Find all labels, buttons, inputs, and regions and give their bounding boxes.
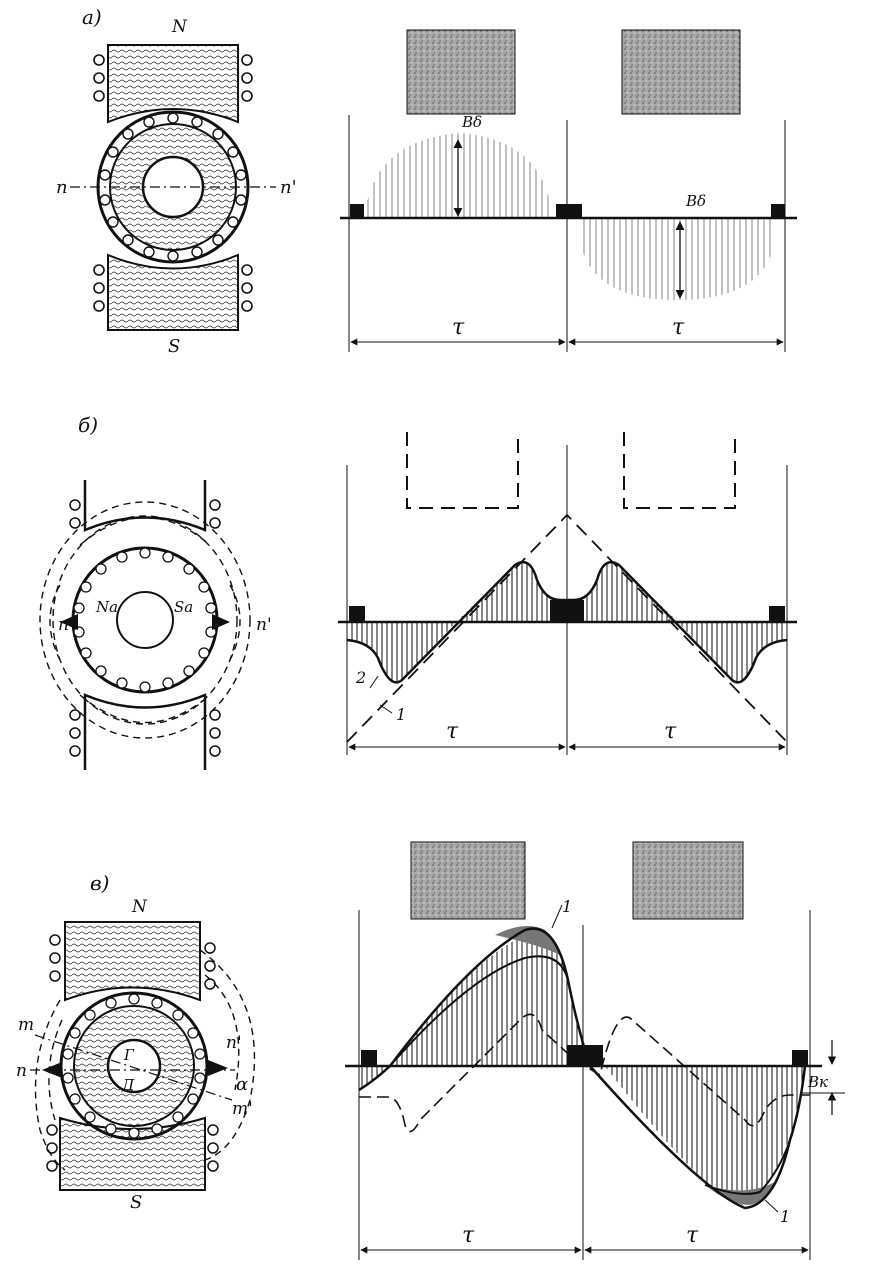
north-pole-core-c bbox=[64, 921, 201, 1002]
pole-shoe-north-dashed bbox=[406, 432, 519, 509]
brush-left bbox=[350, 204, 364, 218]
curve-1-dashed bbox=[346, 513, 788, 743]
span-label-1: τ bbox=[452, 315, 465, 340]
north-pole-outline bbox=[83, 480, 207, 532]
brush-middle-c bbox=[567, 1045, 603, 1066]
pole-shoe-north bbox=[406, 29, 516, 115]
brush-left-b bbox=[349, 606, 365, 622]
brush-right bbox=[771, 204, 785, 218]
panel-b-label: б) bbox=[78, 413, 98, 437]
axis-label-n: n bbox=[56, 177, 68, 198]
angle-label-alpha: α bbox=[236, 1074, 248, 1095]
leader-line-1-bottom bbox=[764, 1199, 779, 1213]
armature-mmf-left-pos bbox=[456, 562, 560, 622]
span-label-2: τ bbox=[672, 315, 685, 340]
north-pole-core bbox=[107, 44, 239, 124]
armature-conductors-b bbox=[73, 547, 217, 693]
armature-conductors-c bbox=[62, 993, 206, 1139]
axis-label-n-prime: n' bbox=[280, 177, 297, 198]
curve-label-1-top: 1 bbox=[562, 897, 572, 916]
span-label-1-c: τ bbox=[462, 1223, 475, 1248]
brush-middle bbox=[556, 204, 582, 218]
point-label-g: Г bbox=[123, 1046, 135, 1064]
flux-density-south bbox=[580, 218, 775, 300]
south-pole-outline bbox=[83, 693, 207, 770]
flux-label-1: Bδ bbox=[461, 113, 482, 131]
panel-c-label: в) bbox=[90, 871, 109, 895]
shifted-axis-line bbox=[34, 1034, 233, 1101]
span-label-2-b: τ bbox=[664, 719, 677, 744]
span-label-2-c: τ bbox=[686, 1223, 699, 1248]
panel-c-machine: в) N S n n' bbox=[16, 871, 256, 1213]
armature-mmf-right-neg bbox=[678, 622, 787, 683]
pole-north-label-c: N bbox=[131, 897, 148, 917]
panel-b-machine: б) n n' Na bbox=[39, 413, 272, 770]
armature-pole-label-na: Na bbox=[95, 598, 118, 616]
field-winding-coils-b bbox=[69, 499, 221, 757]
armature-field-lines bbox=[39, 501, 251, 739]
panel-b-graph: 2 1 τ τ bbox=[338, 432, 797, 755]
curve-label-1-bottom: 1 bbox=[780, 1207, 790, 1226]
pole-shoe-south-dashed bbox=[623, 432, 736, 509]
span-label-1-b: τ bbox=[446, 719, 459, 744]
armature-pole-label-sa: Sa bbox=[174, 598, 193, 616]
resultant-field-south bbox=[605, 1066, 805, 1205]
field-winding-coils bbox=[93, 54, 253, 312]
pole-south-label-c: S bbox=[130, 1192, 142, 1213]
saturation-tip-north bbox=[495, 926, 560, 955]
brush-marker-left bbox=[60, 614, 78, 630]
pole-north-label: N bbox=[171, 17, 188, 37]
brush-right-c bbox=[792, 1050, 808, 1066]
brush-marker-right bbox=[212, 614, 230, 630]
panel-a-label: a) bbox=[82, 5, 102, 29]
axis-label-n-prime-b: n' bbox=[256, 615, 272, 635]
bk-label: Bк bbox=[807, 1073, 828, 1091]
flux-label-2: Bδ bbox=[685, 192, 706, 210]
armature-shaft-b bbox=[116, 591, 174, 649]
south-pole-core bbox=[107, 253, 239, 331]
resultant-field-north bbox=[390, 933, 590, 1066]
pole-shoe-north-c bbox=[410, 841, 526, 920]
panel-a-machine: a) N S n n' bbox=[56, 5, 297, 357]
leader-line-1-top bbox=[551, 904, 563, 929]
armature-conductors bbox=[99, 112, 247, 262]
curve-label-1: 1 bbox=[396, 705, 406, 724]
armature-mmf-dashed bbox=[359, 1013, 810, 1133]
axis-label-n-b: n bbox=[58, 615, 69, 635]
saturation-tip-south bbox=[705, 1180, 778, 1205]
pole-shoe-south-c bbox=[632, 841, 744, 920]
armature-mmf-right-pos bbox=[574, 562, 678, 622]
saturated-curve-north bbox=[389, 955, 569, 1067]
panel-a-graph: Bδ Bδ τ τ bbox=[340, 29, 797, 352]
leader-line-2 bbox=[369, 675, 379, 689]
curve-label-2: 2 bbox=[355, 668, 366, 687]
brush-middle-b bbox=[550, 600, 584, 622]
armature-shaft-c bbox=[106, 1038, 162, 1094]
armature-outline-b bbox=[71, 546, 219, 694]
point-label-d: Д bbox=[121, 1076, 135, 1094]
pole-south-label: S bbox=[168, 336, 180, 357]
leader-line-1 bbox=[379, 704, 393, 714]
brush-marker-right-c bbox=[208, 1060, 228, 1076]
armature-mmf-left-neg bbox=[347, 622, 456, 683]
saturated-curve-south bbox=[704, 1139, 791, 1195]
axis-label-n-prime-c: n' bbox=[226, 1033, 242, 1053]
field-winding-coils-c bbox=[46, 934, 219, 1172]
axis-label-n-c: n bbox=[16, 1061, 27, 1081]
axis-label-m: m bbox=[18, 1015, 34, 1035]
panel-c-graph: 1 1 Bк τ τ bbox=[345, 841, 845, 1260]
brush-marker-left-c bbox=[42, 1062, 62, 1078]
brush-right-b bbox=[769, 606, 785, 622]
pole-shoe-south bbox=[621, 29, 741, 115]
brush-left-c bbox=[361, 1050, 377, 1066]
axis-label-m-prime: m' bbox=[232, 1099, 253, 1119]
curve-1-resultant bbox=[358, 927, 807, 1210]
